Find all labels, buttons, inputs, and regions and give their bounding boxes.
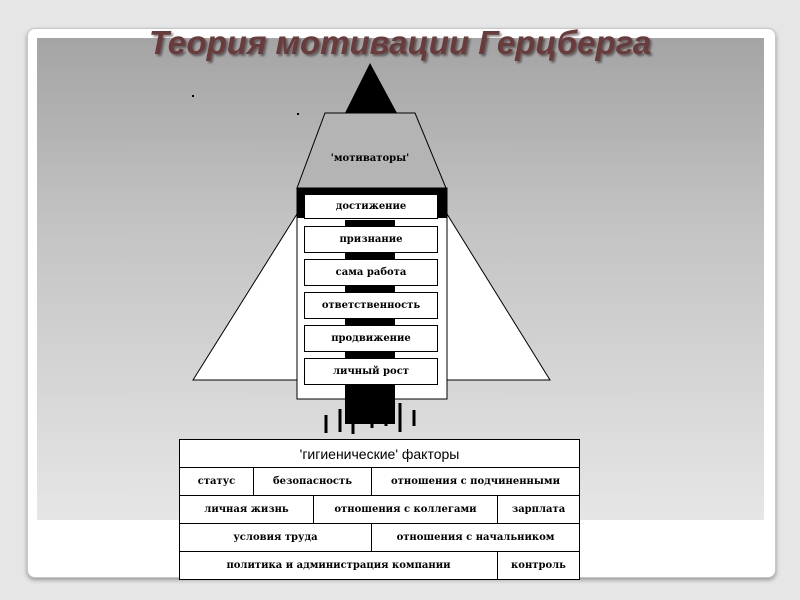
hygiene-cell: зарплата	[496, 495, 581, 524]
rocket-nose-cone	[345, 63, 397, 113]
motivator-item: достижение	[304, 194, 438, 219]
table-row: статус безопасность отношения с подчинен…	[179, 467, 581, 496]
rocket-head	[296, 112, 447, 189]
table-row: личная жизнь отношения с коллегами зарпл…	[179, 495, 581, 524]
table-row: условия труда отношения с начальником	[179, 523, 581, 552]
slide-title: Теория мотивации Герцберга	[148, 24, 652, 61]
table-row: 'гигиенические' факторы	[178, 439, 581, 468]
motivator-item: продвижение	[304, 325, 438, 352]
motivator-item: сама работа	[304, 259, 438, 286]
stray-dot	[297, 113, 299, 115]
hygiene-cell: безопасность	[253, 467, 372, 496]
rocket-left-fin	[192, 212, 298, 381]
motivator-item: личный рост	[304, 358, 438, 385]
hygiene-factors-table: 'гигиенические' факторы статус безопасно…	[178, 439, 581, 580]
hygiene-header: 'гигиенические' факторы	[178, 439, 581, 468]
hygiene-cell: отношения с подчиненными	[370, 467, 581, 496]
motivator-item: ответственность	[304, 292, 438, 319]
hygiene-cell: отношения с коллегами	[313, 495, 498, 524]
hygiene-cell: отношения с начальником	[370, 523, 581, 552]
hygiene-cell: статус	[179, 467, 254, 496]
hygiene-cell: политика и администрация компании	[179, 551, 498, 580]
hygiene-cell: личная жизнь	[179, 495, 314, 524]
motivators-header: 'мотиваторы'	[330, 153, 410, 164]
rocket-right-fin	[446, 212, 551, 381]
table-row: политика и администрация компании контро…	[179, 551, 581, 580]
hygiene-cell: контроль	[496, 551, 581, 580]
motivator-item: признание	[304, 226, 438, 253]
stray-dot	[192, 95, 194, 97]
hygiene-cell: условия труда	[179, 523, 372, 552]
